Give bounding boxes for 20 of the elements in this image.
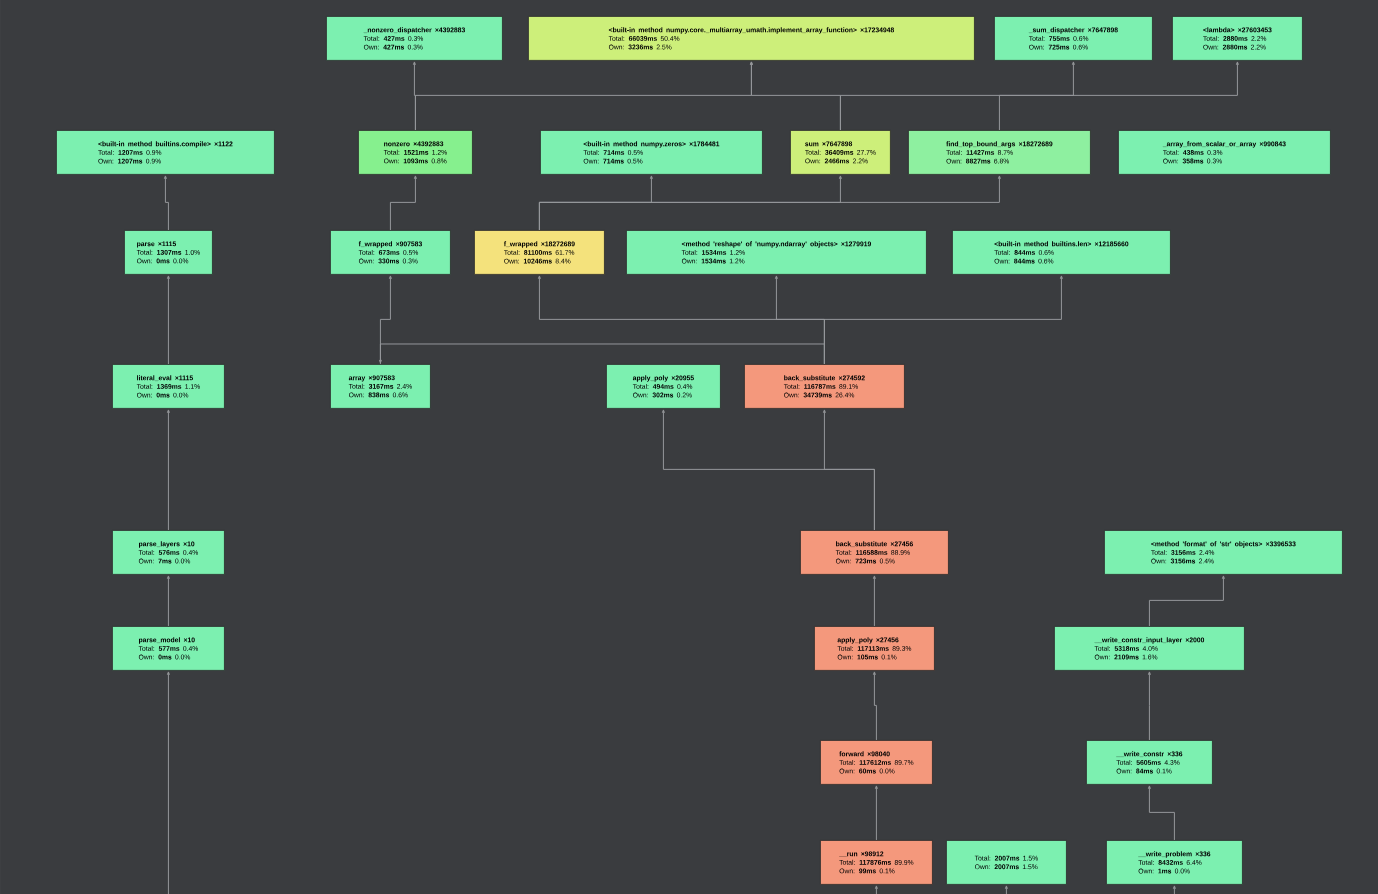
arrow <box>839 61 1075 131</box>
arrow <box>998 61 1239 131</box>
arrow <box>1004 885 1008 894</box>
arrow <box>874 885 878 894</box>
arrow <box>163 175 169 231</box>
arrow <box>166 275 170 365</box>
arrow <box>166 409 170 531</box>
arrow <box>1172 885 1176 894</box>
arrow <box>872 575 876 627</box>
arrow <box>661 409 875 531</box>
arrow <box>378 343 825 365</box>
arrow <box>389 175 417 231</box>
arrow <box>1147 785 1175 841</box>
arrow <box>1147 671 1151 741</box>
arrow <box>874 785 878 841</box>
arrow <box>1148 575 1225 627</box>
arrow <box>166 575 170 627</box>
arrow <box>166 671 170 894</box>
arrow <box>538 175 653 231</box>
arrow <box>872 671 877 741</box>
